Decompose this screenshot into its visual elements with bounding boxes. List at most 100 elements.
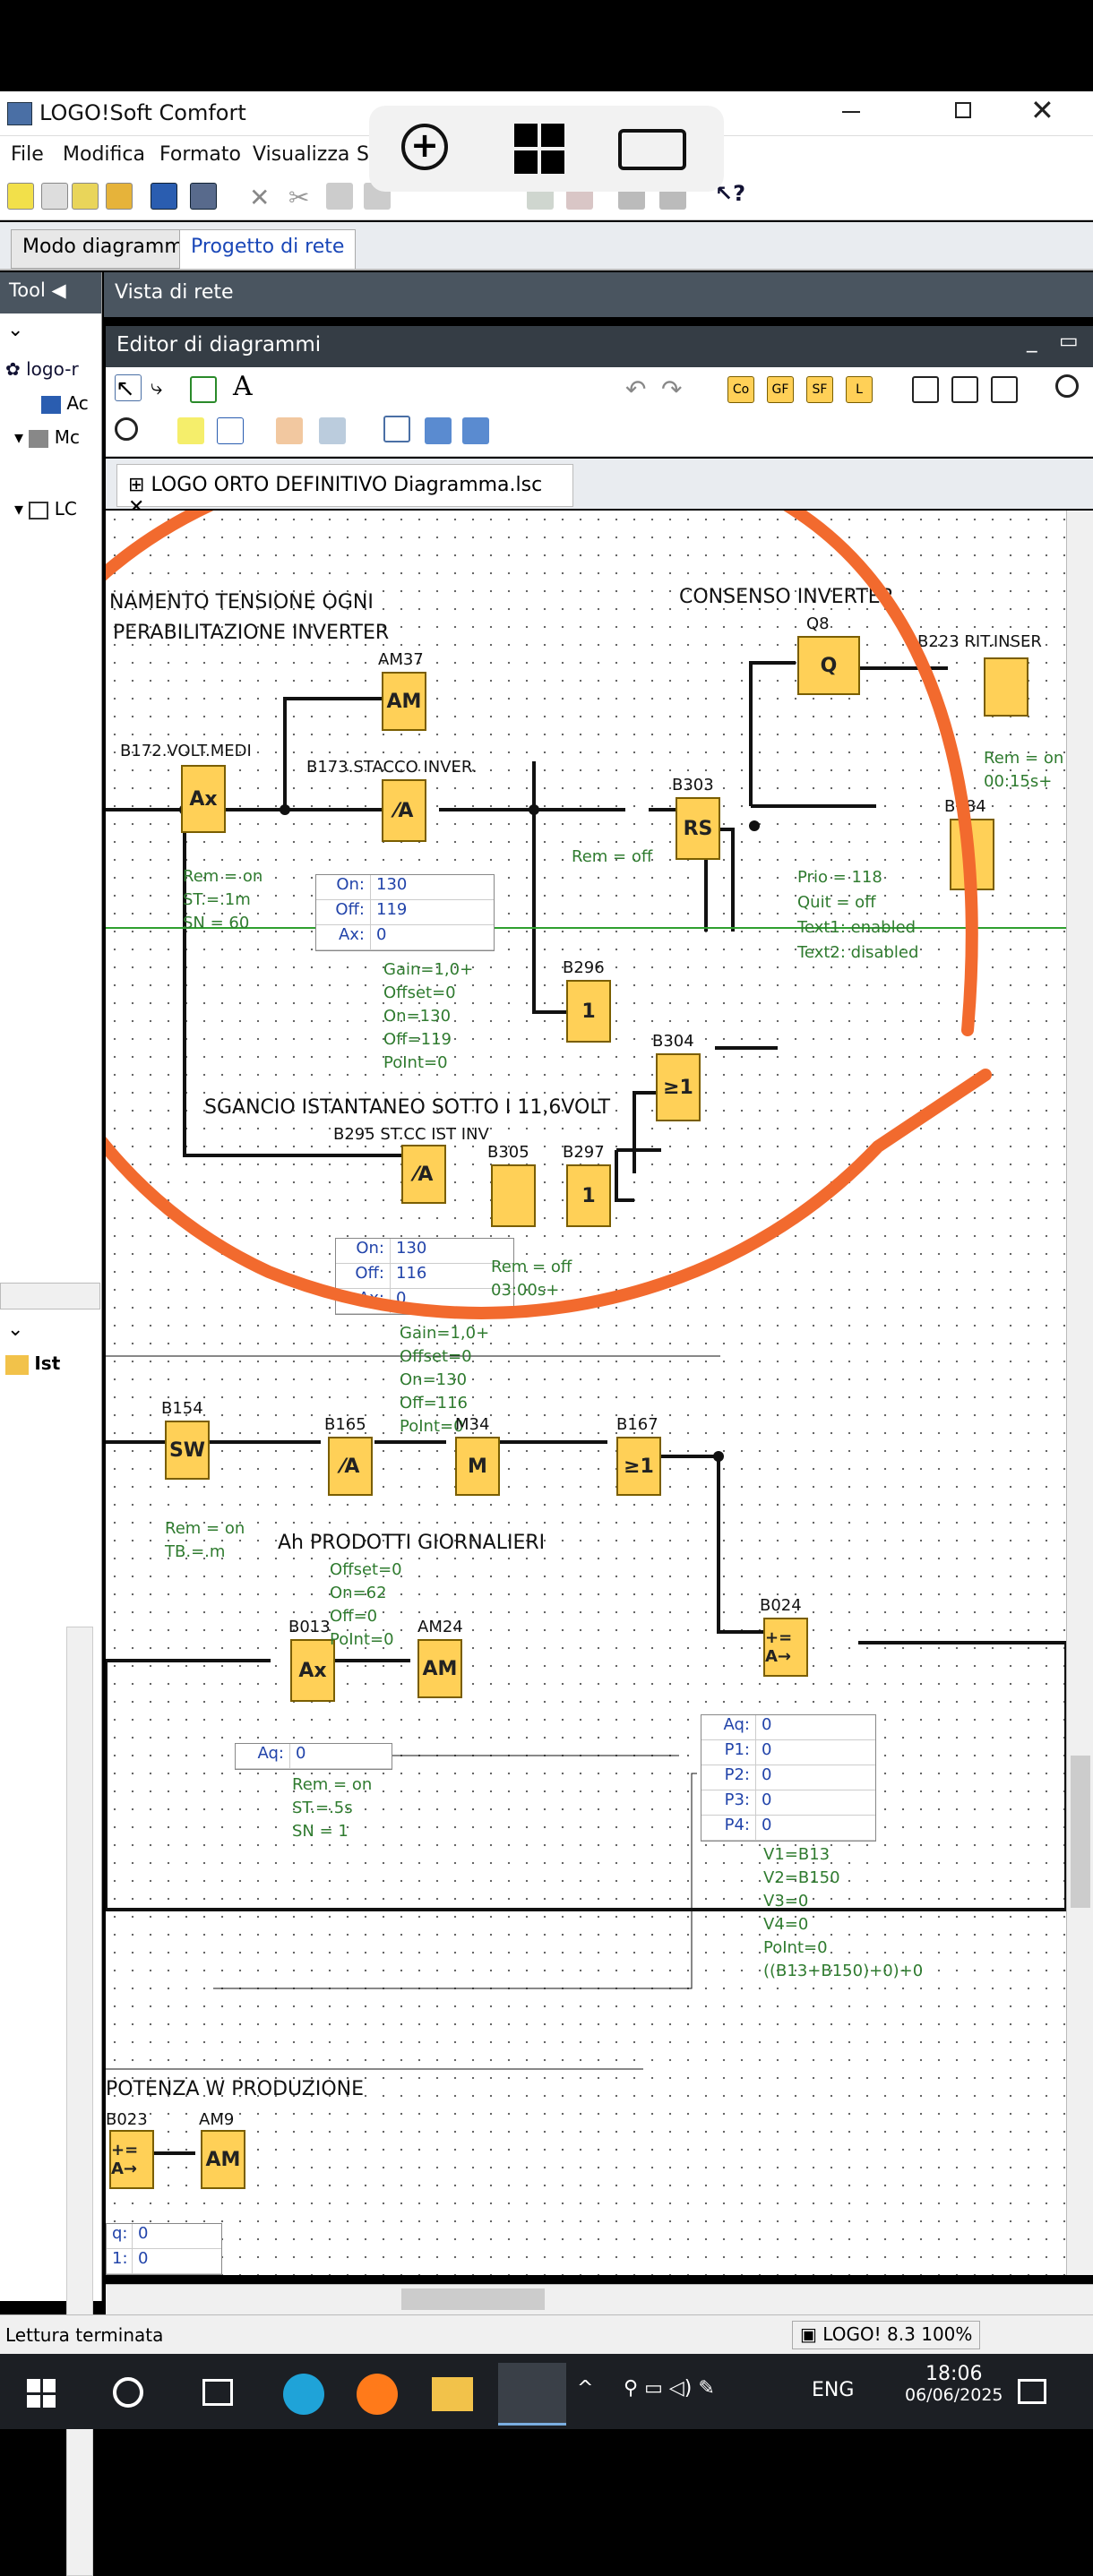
notification-icon[interactable]	[1018, 2379, 1046, 2404]
online-test-icon[interactable]	[319, 417, 346, 444]
select-icon[interactable]: ↖	[115, 374, 142, 402]
scroll-thumb[interactable]	[1071, 1756, 1090, 1908]
menu-file[interactable]: File	[11, 143, 44, 166]
tree-network[interactable]: ✿ logo-r	[5, 358, 79, 380]
editor-minimize-icon[interactable]: _	[1027, 330, 1037, 353]
copy-icon[interactable]	[326, 183, 353, 210]
collapse-icon[interactable]: ⌄	[7, 319, 24, 341]
param-value[interactable]: 0	[132, 2224, 221, 2248]
tab-progetto-di-rete[interactable]: Progetto di rete	[179, 229, 357, 269]
param-value[interactable]: 130	[390, 1239, 513, 1263]
block-b154[interactable]: SW	[165, 1421, 210, 1480]
start-icon[interactable]	[27, 2379, 56, 2408]
zoom-out-icon[interactable]	[115, 417, 138, 441]
close-icon[interactable]: ✕	[1030, 93, 1054, 127]
left-vscroll[interactable]	[66, 1627, 93, 2576]
layout2-icon[interactable]	[951, 376, 978, 403]
params-b023[interactable]: q:0 1:0	[106, 2223, 222, 2275]
param-value[interactable]: 0	[755, 1790, 875, 1815]
logo-v8-icon[interactable]	[498, 2363, 566, 2426]
menu-formato[interactable]: Formato	[159, 143, 241, 166]
keyboard-icon[interactable]	[618, 129, 686, 170]
param-value[interactable]: 119	[370, 900, 494, 924]
block-am37[interactable]: AM	[382, 672, 426, 731]
numbers-icon[interactable]	[217, 417, 244, 444]
gf-icon[interactable]: GF	[767, 376, 794, 403]
tray-chevron-icon[interactable]: ^	[577, 2377, 594, 2400]
block-q8[interactable]: Q	[797, 636, 860, 695]
layout3-icon[interactable]	[991, 376, 1018, 403]
edge-icon[interactable]	[283, 2374, 324, 2415]
horizontal-scrollbar[interactable]	[106, 2284, 1093, 2314]
tray-icons[interactable]: ⚲ ▭ ◁) ✎	[624, 2377, 715, 2400]
block-b223[interactable]	[984, 657, 1028, 717]
new-file-icon[interactable]	[72, 183, 99, 210]
co-icon[interactable]: Co	[727, 376, 754, 403]
param-value[interactable]: 116	[390, 1264, 513, 1288]
param-value[interactable]: 0	[289, 1744, 392, 1768]
tab-modo-diagramma[interactable]: Modo diagramma	[11, 229, 208, 269]
param-value[interactable]: 0	[755, 1816, 875, 1840]
folder-icon[interactable]	[432, 2377, 473, 2411]
print-icon[interactable]	[190, 183, 217, 210]
editor-maximize-icon[interactable]: ▭	[1059, 330, 1079, 353]
block-b167[interactable]: ≥1	[616, 1437, 661, 1496]
block-b303[interactable]: RS	[676, 797, 720, 860]
task-view-icon[interactable]	[202, 2379, 233, 2406]
block-b173[interactable]: ⁄A	[382, 779, 426, 842]
sf-icon[interactable]: SF	[806, 376, 833, 403]
simulation-icon[interactable]	[276, 417, 303, 444]
block-b297[interactable]: 1	[566, 1164, 611, 1227]
block-am24[interactable]: AM	[417, 1639, 462, 1698]
restore-icon[interactable]	[955, 102, 971, 118]
block-b023[interactable]: += A→	[109, 2130, 154, 2189]
block-b295[interactable]: ⁄A	[401, 1145, 446, 1204]
l-icon[interactable]: L	[846, 376, 873, 403]
block-b296[interactable]: 1	[566, 980, 611, 1043]
params-b024[interactable]: Aq:0 P1:0 P2:0 P3:0 P4:0	[701, 1714, 876, 1842]
windows-icon[interactable]	[514, 124, 564, 174]
block-b024[interactable]: += A→	[763, 1618, 808, 1677]
connector-icon[interactable]: ⤷	[151, 374, 163, 399]
undo-icon[interactable]: ↶	[625, 374, 647, 404]
language-indicator[interactable]: ENG	[812, 2379, 855, 2401]
menu-modifica[interactable]: Modifica	[63, 143, 145, 166]
tree-item-2[interactable]: Ac	[41, 392, 89, 414]
cut-icon[interactable]: ✕	[249, 183, 271, 212]
block-b305[interactable]	[491, 1164, 536, 1227]
minimize-icon[interactable]	[842, 111, 860, 113]
step-icon[interactable]	[383, 416, 410, 442]
block-b172[interactable]: Ax	[181, 765, 226, 833]
tree-item-3[interactable]: ▾ Mc	[14, 426, 81, 448]
firefox-icon[interactable]	[357, 2374, 398, 2415]
redo-icon[interactable]: ↷	[661, 374, 683, 404]
diagram-canvas[interactable]: NAMENTO TENSIONE OGNI PERABILITAZIONE IN…	[106, 511, 1066, 2275]
download-icon[interactable]	[41, 183, 68, 210]
layout1-icon[interactable]	[912, 376, 939, 403]
param-value[interactable]: 0	[370, 925, 494, 949]
tree-ist[interactable]: Ist	[5, 1352, 60, 1375]
menu-visualizza[interactable]: Visualizza	[253, 143, 350, 166]
open-folder-icon[interactable]	[106, 183, 133, 210]
highlight-icon[interactable]	[177, 417, 204, 444]
block-b165[interactable]: ⁄A	[328, 1437, 373, 1496]
up-icon[interactable]	[462, 417, 489, 444]
param-value[interactable]: 0	[755, 1740, 875, 1765]
zoom-icon[interactable]	[1055, 374, 1079, 398]
vertical-scrollbar[interactable]	[1066, 511, 1093, 2275]
basic-functions-icon[interactable]	[190, 376, 217, 403]
params-b173[interactable]: On:130 Off:119 Ax:0	[315, 874, 495, 951]
collapse2-icon[interactable]: ⌄	[7, 1318, 24, 1341]
document-tab[interactable]: ⊞ LOGO ORTO DEFINITIVO Diagramma.lsc ✕	[116, 464, 573, 519]
down-icon[interactable]	[425, 417, 452, 444]
search-icon[interactable]	[113, 2377, 143, 2408]
param-value[interactable]: 0	[132, 2249, 221, 2273]
save-icon[interactable]	[151, 183, 177, 210]
scissors-icon[interactable]: ✂	[288, 183, 310, 212]
param-value[interactable]: 130	[370, 875, 494, 899]
params-b013[interactable]: Aq:0	[235, 1743, 392, 1770]
param-value[interactable]: 0	[755, 1715, 875, 1739]
block-am9[interactable]: AM	[201, 2130, 245, 2189]
param-value[interactable]: 0	[755, 1765, 875, 1790]
